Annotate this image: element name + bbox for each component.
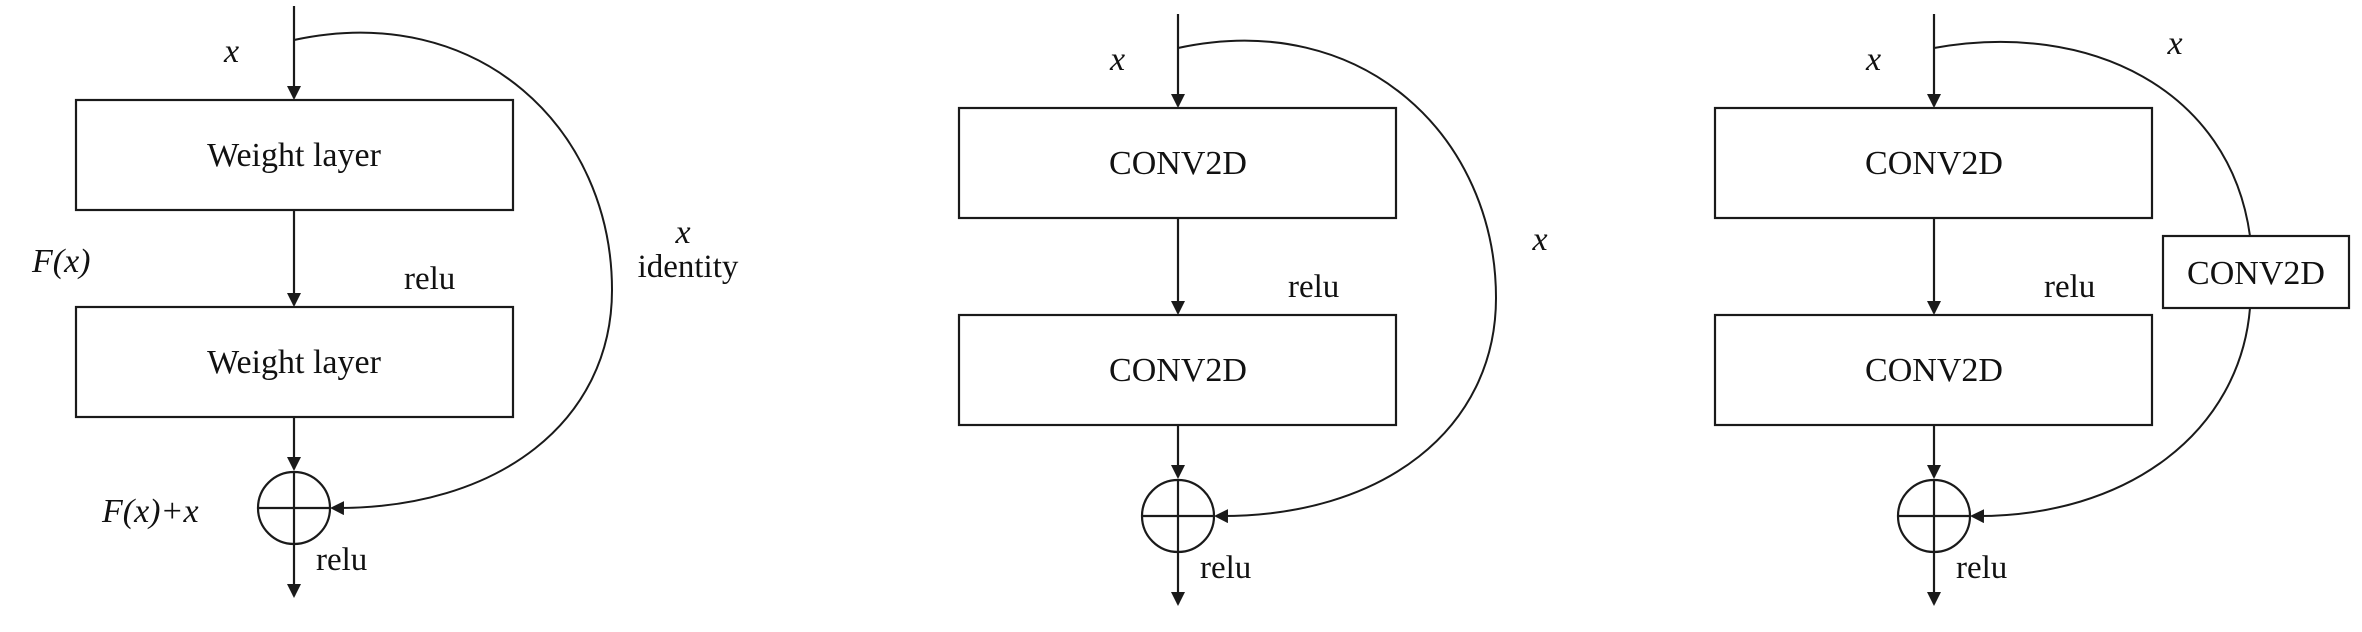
relu-mid-label: relu xyxy=(404,261,455,297)
identity-label: identity xyxy=(638,249,739,285)
skip-connection-arc xyxy=(1177,39,1498,524)
relu-mid-label: relu xyxy=(2044,269,2095,305)
add-node xyxy=(1896,478,1972,554)
sum-label: F(x)+x xyxy=(101,493,199,530)
skip-x-label: x xyxy=(2166,25,2182,62)
relu-out-label: relu xyxy=(1956,550,2007,586)
weight-layer-2 xyxy=(74,305,515,419)
weight-layer-2-label: Weight layer xyxy=(207,344,381,381)
skip-connection-arc xyxy=(293,31,614,516)
skip-path-upper xyxy=(1933,40,2251,237)
projection-conv2d-label: CONV2D xyxy=(2187,255,2325,292)
conv2d-block-1 xyxy=(957,106,1398,220)
panel-projection-block: x CONV2D relu CONV2D relu x CONV2D xyxy=(1713,14,2351,606)
skip-path-lower xyxy=(1970,307,2251,524)
panel-conv-block: x CONV2D relu CONV2D relu x xyxy=(957,14,1548,606)
relu-out-label: relu xyxy=(316,542,367,578)
weight-layer-1-label: Weight layer xyxy=(207,137,381,174)
conv2d-block-2 xyxy=(957,313,1398,427)
conv2d-block-1 xyxy=(1713,106,2154,220)
conv2d-block-1-label: CONV2D xyxy=(1109,145,1247,182)
projection-conv2d-block xyxy=(2161,234,2351,310)
skip-x-label: x xyxy=(1531,221,1547,258)
input-x-label: x xyxy=(1865,41,1881,78)
input-x-label: x xyxy=(1109,41,1125,78)
add-node xyxy=(256,470,332,546)
relu-out-label: relu xyxy=(1200,550,1251,586)
fx-label: F(x) xyxy=(31,243,91,280)
relu-mid-label: relu xyxy=(1288,269,1339,305)
input-x-label: x xyxy=(223,33,239,70)
panel-identity-block: x Weight layer F(x) relu Weight layer F(… xyxy=(31,6,739,598)
conv2d-block-2-label: CONV2D xyxy=(1109,352,1247,389)
conv2d-block-2 xyxy=(1713,313,2154,427)
conv2d-block-2-label: CONV2D xyxy=(1865,352,2003,389)
skip-x-label: x xyxy=(674,214,690,251)
add-node xyxy=(1140,478,1216,554)
conv2d-block-1-label: CONV2D xyxy=(1865,145,2003,182)
